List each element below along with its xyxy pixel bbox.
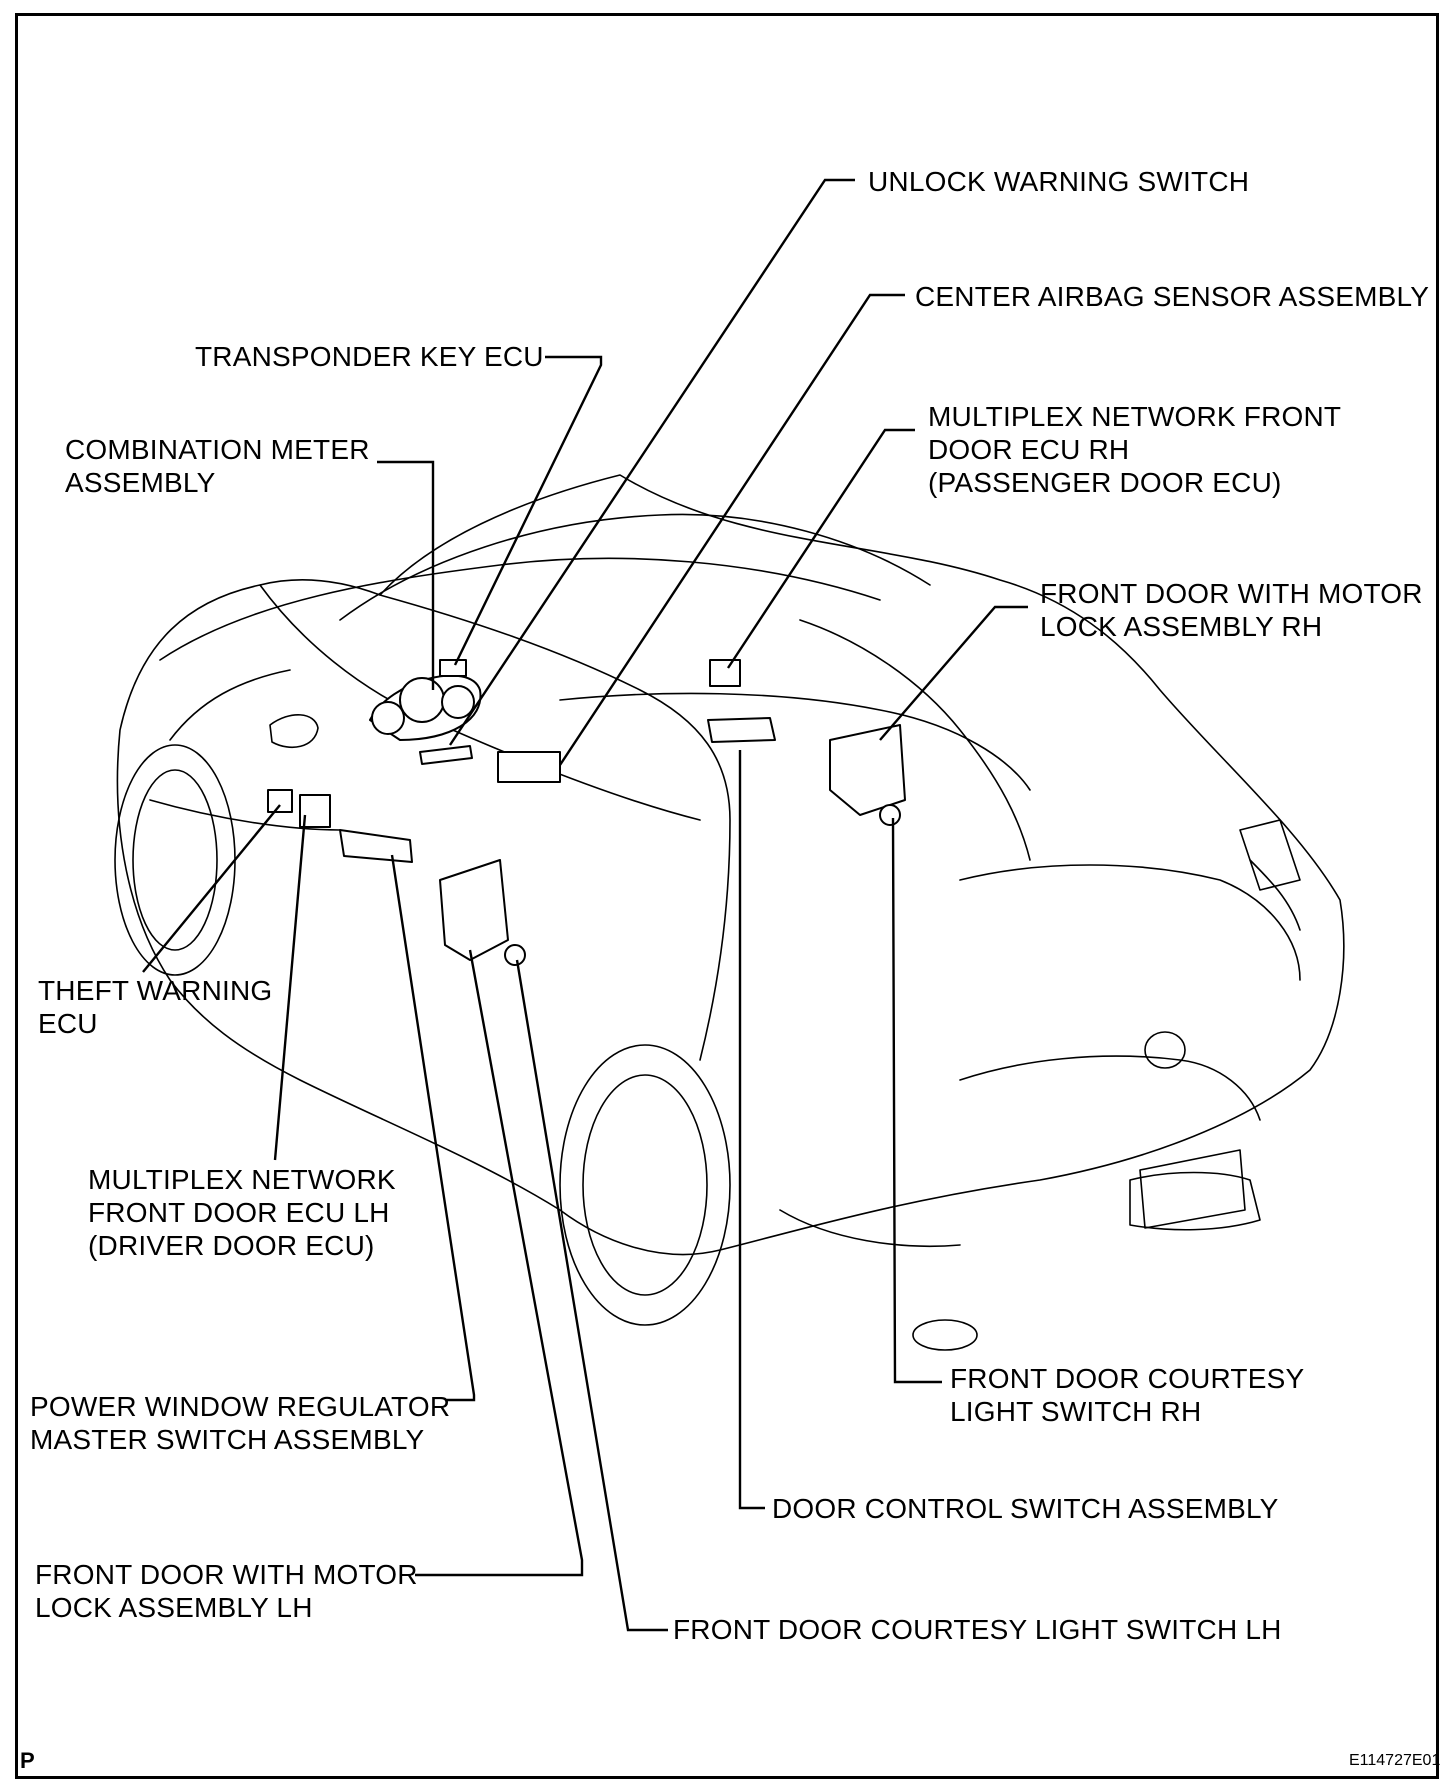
leader-front-door-lock-rh — [879, 605, 1028, 741]
leader-power-window-master-switch — [390, 854, 476, 1402]
label-transponder-key-ecu: TRANSPONDER KEY ECU — [195, 341, 544, 372]
label-front-door-courtesy-switch-rh: FRONT DOOR COURTESY LIGHT SWITCH RH — [950, 1363, 1305, 1427]
leader-theft-warning-ecu — [142, 804, 281, 973]
label-multiplex-front-door-ecu-rh: MULTIPLEX NETWORK FRONT DOOR ECU RH (PAS… — [928, 401, 1342, 498]
leader-center-airbag-sensor — [558, 293, 905, 766]
corner-mark: P — [20, 1748, 35, 1773]
door-control-switch-part — [707, 717, 776, 743]
label-theft-warning-ecu: THEFT WARNING ECU — [38, 975, 273, 1039]
label-front-door-lock-rh: FRONT DOOR WITH MOTOR LOCK ASSEMBLY RH — [1040, 578, 1423, 642]
figure-id: E114727E01 — [1349, 1752, 1441, 1769]
label-power-window-master-switch: POWER WINDOW REGULATOR MASTER SWITCH ASS… — [30, 1391, 451, 1455]
label-multiplex-front-door-ecu-lh: MULTIPLEX NETWORK FRONT DOOR ECU LH (DRI… — [88, 1164, 396, 1261]
multiplex-front-door-ecu-rh-part — [709, 659, 741, 687]
leader-front-door-lock-lh — [415, 949, 584, 1577]
label-center-airbag-sensor: CENTER AIRBAG SENSOR ASSEMBLY — [915, 281, 1430, 312]
leader-courtesy-switch-rh — [891, 817, 942, 1384]
transponder-key-ecu-part — [439, 659, 467, 677]
unlock-warning-switch-part — [419, 745, 473, 765]
label-door-control-switch: DOOR CONTROL SWITCH ASSEMBLY — [772, 1493, 1279, 1524]
front-door-lock-lh-part — [439, 859, 509, 961]
leader-lines — [142, 178, 1028, 1632]
label-front-door-lock-lh: FRONT DOOR WITH MOTOR LOCK ASSEMBLY LH — [35, 1559, 418, 1623]
label-combination-meter: COMBINATION METER ASSEMBLY — [65, 434, 370, 498]
diagram-border — [15, 13, 1439, 1779]
leader-transponder-key-ecu — [453, 355, 603, 666]
leader-combination-meter — [377, 460, 435, 690]
components — [267, 659, 906, 966]
leader-unlock-warning-switch — [449, 178, 855, 746]
leader-door-control-switch — [738, 750, 765, 1510]
label-unlock-warning-switch: UNLOCK WARNING SWITCH — [868, 166, 1250, 197]
leader-multiplex-front-door-ecu-lh — [273, 814, 307, 1161]
center-airbag-sensor-part — [497, 751, 561, 783]
power-window-master-switch-part — [339, 829, 413, 863]
leader-courtesy-switch-lh — [515, 959, 668, 1632]
courtesy-switch-rh-part — [879, 804, 901, 826]
label-front-door-courtesy-switch-lh: FRONT DOOR COURTESY LIGHT SWITCH LH — [673, 1614, 1282, 1645]
theft-warning-ecu-part — [267, 789, 293, 813]
leader-multiplex-front-door-ecu-rh — [726, 428, 915, 669]
car-body — [114, 474, 1345, 1351]
front-door-lock-rh-part — [829, 724, 906, 816]
courtesy-switch-lh-part — [504, 944, 526, 966]
